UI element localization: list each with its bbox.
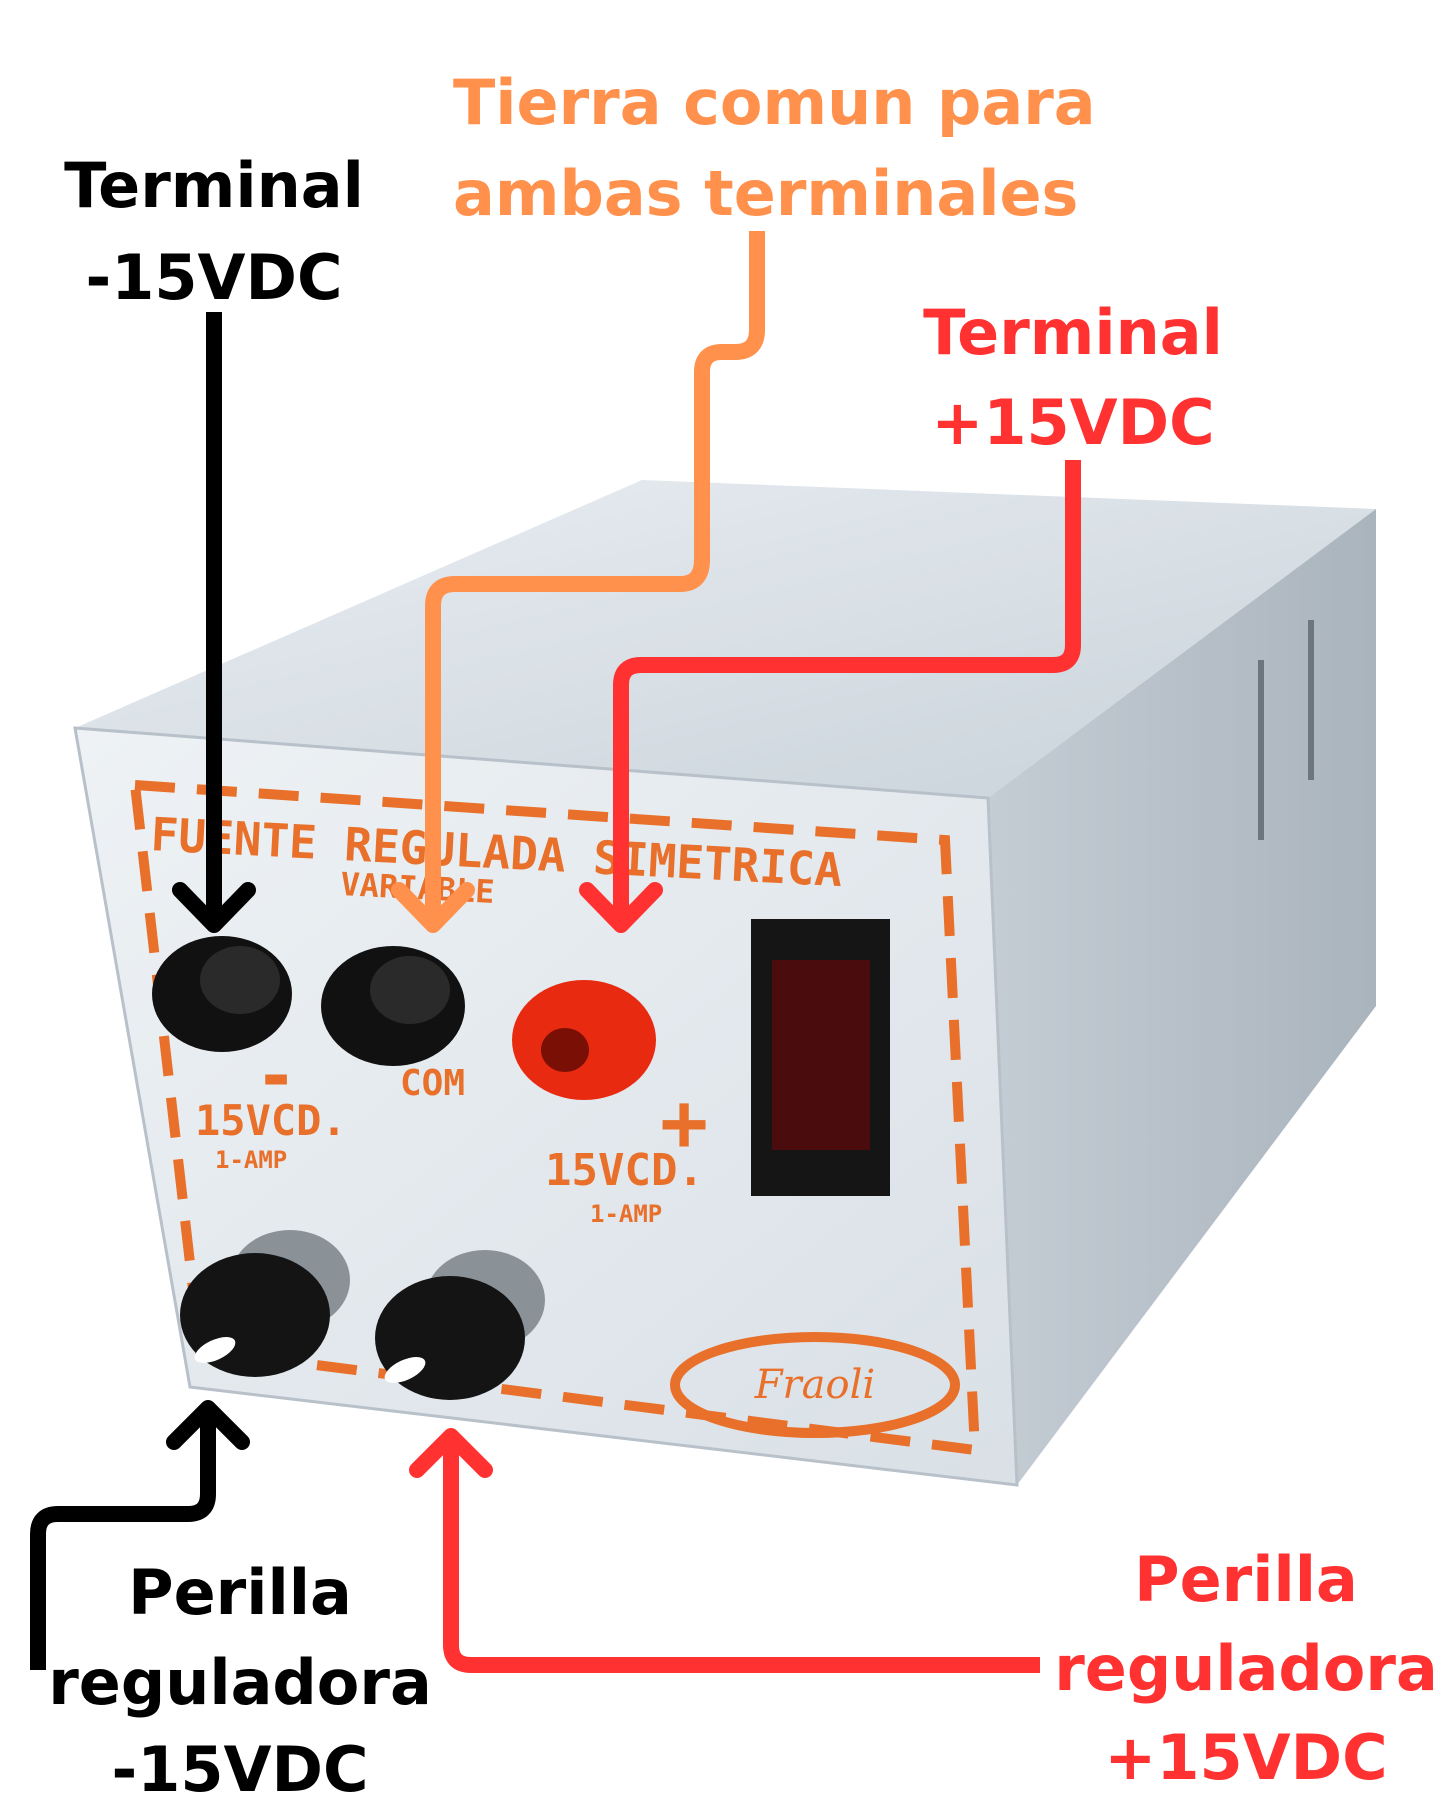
terminal-pos-post[interactable]	[512, 980, 656, 1100]
panel-pos-current: 1-AMP	[590, 1200, 662, 1228]
label-terminal-pos-line2: +15VDC	[931, 386, 1214, 459]
arrow-terminal-pos	[613, 460, 1081, 925]
terminal-neg-post[interactable]	[152, 936, 292, 1052]
panel-neg-sign: -	[255, 1035, 297, 1117]
label-knob-pos-line1: Perilla	[1134, 1543, 1358, 1616]
panel-neg-current: 1-AMP	[215, 1146, 287, 1174]
arrow-common-ground-head-icon	[391, 882, 475, 933]
label-terminal-pos-line1: Terminal	[923, 296, 1223, 369]
arrow-knob-neg-head-icon	[166, 1400, 250, 1450]
label-terminal-neg-line1: Terminal	[64, 149, 364, 222]
label-knob-neg-line1: Perilla	[128, 1556, 352, 1629]
label-common-ground-line2: ambas terminales	[453, 157, 1078, 230]
arrow-terminal-pos-head-icon	[579, 882, 663, 933]
panel-pos-sign: +	[660, 1076, 708, 1169]
arrow-common-ground	[425, 231, 765, 925]
brand-logo: Fraoli	[754, 1362, 875, 1408]
power-indicator-light	[772, 960, 870, 1150]
arrow-terminal-neg-head-icon	[172, 882, 256, 933]
label-knob-pos-line3: +15VDC	[1104, 1721, 1387, 1794]
label-knob-neg-line2: reguladora	[48, 1646, 432, 1719]
knob-neg[interactable]	[180, 1230, 350, 1377]
arrow-knob-neg	[30, 1410, 216, 1670]
power-supply-box: FUENTE REGULADA SIMETRICA VARIABLE COM 1…	[73, 480, 1376, 1487]
panel-dashed-border	[129, 779, 981, 1456]
panel-com: COM	[400, 1063, 465, 1104]
label-terminal-neg-line2: -15VDC	[86, 241, 343, 314]
label-common-ground-line1: Tierra comun para	[453, 66, 1096, 139]
label-knob-neg-line3: -15VDC	[112, 1733, 369, 1806]
panel-neg-voltage: 15VCD.	[195, 1096, 347, 1145]
side-vent	[1308, 620, 1314, 780]
box-top	[75, 480, 1376, 798]
brand-logo-ring	[670, 1332, 960, 1438]
label-knob-pos-line2: reguladora	[1054, 1632, 1438, 1705]
side-vent	[1258, 660, 1264, 840]
arrow-knob-pos	[443, 1438, 1040, 1673]
arrow-knob-pos-head-icon	[409, 1428, 493, 1478]
box-side	[988, 509, 1376, 1485]
panel-pos-voltage: 15VCD.	[545, 1145, 704, 1196]
terminal-com-post[interactable]	[321, 946, 465, 1066]
knob-pos[interactable]	[375, 1250, 545, 1400]
